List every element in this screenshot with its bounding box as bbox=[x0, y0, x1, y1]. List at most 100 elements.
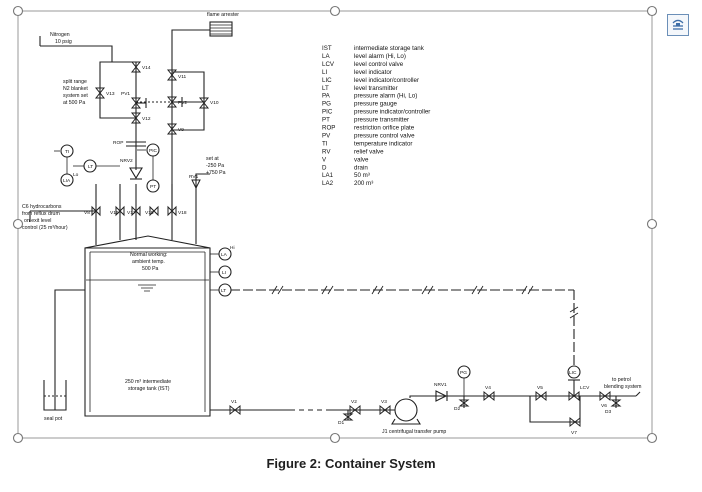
valve-v13 bbox=[94, 87, 106, 99]
label-c6-1: C6 hydrocarbons bbox=[22, 204, 62, 210]
tag-lt: LT bbox=[88, 164, 93, 170]
tag-la-hi: Hi bbox=[230, 245, 235, 251]
layout-options-button[interactable] bbox=[667, 14, 689, 36]
tag-v13: V13 bbox=[106, 91, 115, 97]
tag-lcv: LCV bbox=[580, 385, 590, 391]
valve-v18 bbox=[167, 205, 177, 217]
valve-v5 bbox=[535, 390, 547, 402]
legend-desc: level indicator bbox=[354, 69, 392, 76]
label-c6-2: from reflux drum bbox=[22, 211, 60, 217]
legend-abbr: LA1 bbox=[322, 172, 334, 179]
label-tank-1: 250 m³ intermediate bbox=[125, 379, 171, 385]
tag-v15: V15 bbox=[145, 210, 154, 216]
resize-handle[interactable] bbox=[329, 432, 341, 444]
legend-abbr: LA2 bbox=[322, 180, 334, 187]
label-to-petrol-1: to petrol bbox=[612, 377, 631, 383]
instrument-lic bbox=[567, 365, 581, 379]
legend-desc: relief valve bbox=[354, 148, 384, 155]
resize-handle[interactable] bbox=[329, 5, 341, 17]
tag-v1: V1 bbox=[231, 399, 237, 405]
valve-v1 bbox=[229, 404, 241, 416]
signal-marks bbox=[271, 285, 579, 319]
layout-options-icon bbox=[672, 19, 684, 30]
label-pump: J1 centrifugal transfer pump bbox=[382, 429, 446, 435]
tag-la-lo: Lo bbox=[73, 172, 79, 178]
diagram-labels: flame arrester Nitrogen 10 psig split ra… bbox=[22, 12, 642, 435]
figure-caption: Figure 2: Container System bbox=[266, 456, 436, 471]
nrv2 bbox=[129, 167, 143, 180]
tag-d3: D3 bbox=[605, 409, 611, 415]
label-nitrogen: Nitrogen bbox=[50, 32, 70, 38]
tag-v5: V5 bbox=[537, 385, 543, 391]
tag-nrv1: NRV1 bbox=[434, 382, 447, 388]
tag-v11: V11 bbox=[178, 74, 187, 80]
instrument-bubbles bbox=[60, 143, 581, 379]
label-to-petrol-2: blending system bbox=[604, 384, 642, 390]
legend-abbr: LIC bbox=[322, 77, 332, 84]
resize-handle[interactable] bbox=[12, 432, 24, 444]
tag-v8: V8 bbox=[84, 210, 90, 216]
label-n2-blanket: N2 blanket bbox=[63, 86, 88, 92]
intermediate-storage-tank bbox=[84, 235, 211, 417]
rop-orifice bbox=[126, 141, 146, 147]
actuators bbox=[136, 97, 580, 396]
valve-v12 bbox=[130, 112, 142, 124]
valve-v17 bbox=[131, 205, 141, 217]
valve-v6 bbox=[599, 390, 611, 402]
legend-abbr: PG bbox=[322, 101, 331, 108]
tag-la: LA bbox=[221, 252, 228, 258]
label-plus-750: +750 Pa bbox=[206, 170, 226, 176]
tag-nrv2: NRV2 bbox=[120, 158, 133, 164]
valve-d1 bbox=[342, 413, 354, 421]
label-flame-arrester: flame arrester bbox=[207, 12, 239, 18]
resize-handle[interactable] bbox=[646, 5, 658, 17]
legend-abbr: PT bbox=[322, 117, 330, 124]
label-minus-250: -250 Pa bbox=[206, 163, 224, 169]
selection-frame bbox=[17, 10, 653, 439]
label-normal-working: Normal working: bbox=[130, 252, 167, 258]
legend-abbr: LI bbox=[322, 69, 327, 76]
valve-v7 bbox=[569, 416, 581, 428]
legend-desc: 200 m³ bbox=[354, 180, 373, 187]
tag-v6: V6 bbox=[601, 403, 607, 409]
label-at-500pa: at 500 Pa bbox=[63, 100, 85, 106]
legend-abbr: PV bbox=[322, 132, 331, 139]
legend-desc: level indicator/controller bbox=[354, 77, 419, 84]
piping bbox=[29, 29, 641, 423]
selection-handles[interactable] bbox=[12, 5, 658, 444]
valve-v16 bbox=[115, 205, 125, 217]
resize-handle[interactable] bbox=[646, 432, 658, 444]
tag-labels: V14 V11 V13 PV1 PV2 V10 V12 V9 ROP PIC N… bbox=[63, 65, 611, 436]
label-500pa: 500 Pa bbox=[142, 266, 159, 272]
tag-v18: V18 bbox=[178, 210, 187, 216]
legend-abbr: LA bbox=[322, 53, 330, 60]
resize-handle[interactable] bbox=[12, 218, 24, 230]
tag-rop: ROP bbox=[113, 140, 123, 146]
label-system-set: system set bbox=[63, 93, 88, 99]
nrv1 bbox=[435, 390, 448, 402]
resize-handle[interactable] bbox=[646, 218, 658, 230]
tag-pic: PIC bbox=[149, 148, 158, 154]
label-split-range: split range bbox=[63, 79, 87, 85]
legend-desc: 50 m³ bbox=[354, 172, 370, 179]
valve-v4 bbox=[483, 390, 495, 402]
resize-handle[interactable] bbox=[12, 5, 24, 17]
legend-desc: pressure transmitter bbox=[354, 117, 409, 124]
label-seal-pot: seal pot bbox=[44, 416, 63, 422]
legend-desc: pressure alarm (Hi, Lo) bbox=[354, 93, 417, 100]
valve-d3 bbox=[610, 399, 622, 407]
legend-desc: level alarm (Hi, Lo) bbox=[354, 53, 406, 60]
valve-v14 bbox=[130, 61, 142, 73]
valve-lcv bbox=[568, 390, 580, 402]
legend-abbr: ROP bbox=[322, 125, 335, 132]
legend-desc: intermediate storage tank bbox=[354, 45, 425, 52]
legend-desc: drain bbox=[354, 164, 368, 171]
check-valves bbox=[129, 167, 448, 402]
tag-v14: V14 bbox=[142, 65, 151, 71]
valve-v8 bbox=[91, 205, 101, 217]
legend-abbr: TI bbox=[322, 140, 328, 147]
label-ambient-temp: ambient temp. bbox=[132, 259, 165, 265]
seal-pot bbox=[43, 380, 67, 411]
